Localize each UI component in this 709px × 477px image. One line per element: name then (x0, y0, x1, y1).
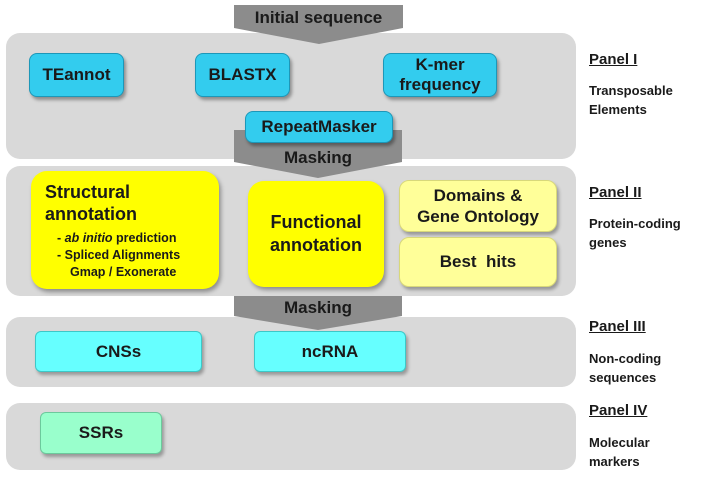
functional-line2: annotation (270, 235, 362, 255)
domains-line1: Domains & (433, 186, 523, 205)
structural-title-line2: annotation (45, 204, 137, 224)
bullet1-prefix: - (57, 231, 65, 245)
teannot-box: TEannot (29, 53, 124, 97)
structural-bullet-spliced: - Spliced Alignments (57, 248, 181, 262)
structural-title-line1: Structural (45, 182, 131, 202)
functional-annotation-box: Functional annotation (248, 181, 384, 287)
structural-annotation-box: Structural annotation - ab initio predic… (31, 171, 219, 289)
cnss-box: CNSs (35, 331, 202, 372)
panel-1-desc-line1: Transposable (589, 83, 673, 98)
panel-2-title: Panel II (589, 184, 642, 201)
kmer-line1: K-mer (415, 55, 465, 74)
ncrna-box: ncRNA (254, 331, 406, 372)
panel-2-desc-line1: Protein-coding (589, 216, 681, 231)
masking-label-1: Masking (283, 148, 353, 167)
panel-1-title: Panel I (589, 51, 638, 68)
structural-bullet-abinitio: - ab initio prediction (57, 230, 176, 247)
best-hits-box: Best hits (399, 237, 557, 287)
panel-3-title: Panel III (589, 318, 646, 335)
panel-4-title: Panel IV (589, 402, 648, 419)
masking-arrow-2 (234, 296, 402, 330)
panel-4-desc-line2: markers (589, 454, 640, 469)
panel-1-desc-line2: Elements (589, 102, 647, 117)
bullet1-rest: prediction (112, 231, 177, 245)
panel-3-desc-line1: Non-coding (589, 351, 662, 366)
masking-label-2: Masking (283, 298, 353, 317)
panel-3-desc-line2: sequences (589, 370, 657, 385)
initial-sequence-label: Initial sequence (254, 8, 383, 27)
domains-gene-ontology-box: Domains & Gene Ontology (399, 180, 557, 232)
initial-sequence-arrow (234, 5, 403, 44)
bullet1-italic: ab initio (64, 231, 113, 245)
structural-bullet-gmap: Gmap / Exonerate (70, 265, 177, 279)
panel-2-desc-line2: genes (589, 235, 627, 250)
kmer-frequency-box: K-mer frequency (383, 53, 497, 97)
domains-line2: Gene Ontology (417, 207, 539, 226)
panel-4-desc-line1: Molecular (589, 435, 650, 450)
repeatmasker-box: RepeatMasker (245, 111, 393, 143)
functional-line1: Functional (270, 212, 362, 232)
ssrs-box: SSRs (40, 412, 162, 454)
kmer-line2: frequency (399, 75, 481, 94)
blastx-box: BLASTX (195, 53, 290, 97)
